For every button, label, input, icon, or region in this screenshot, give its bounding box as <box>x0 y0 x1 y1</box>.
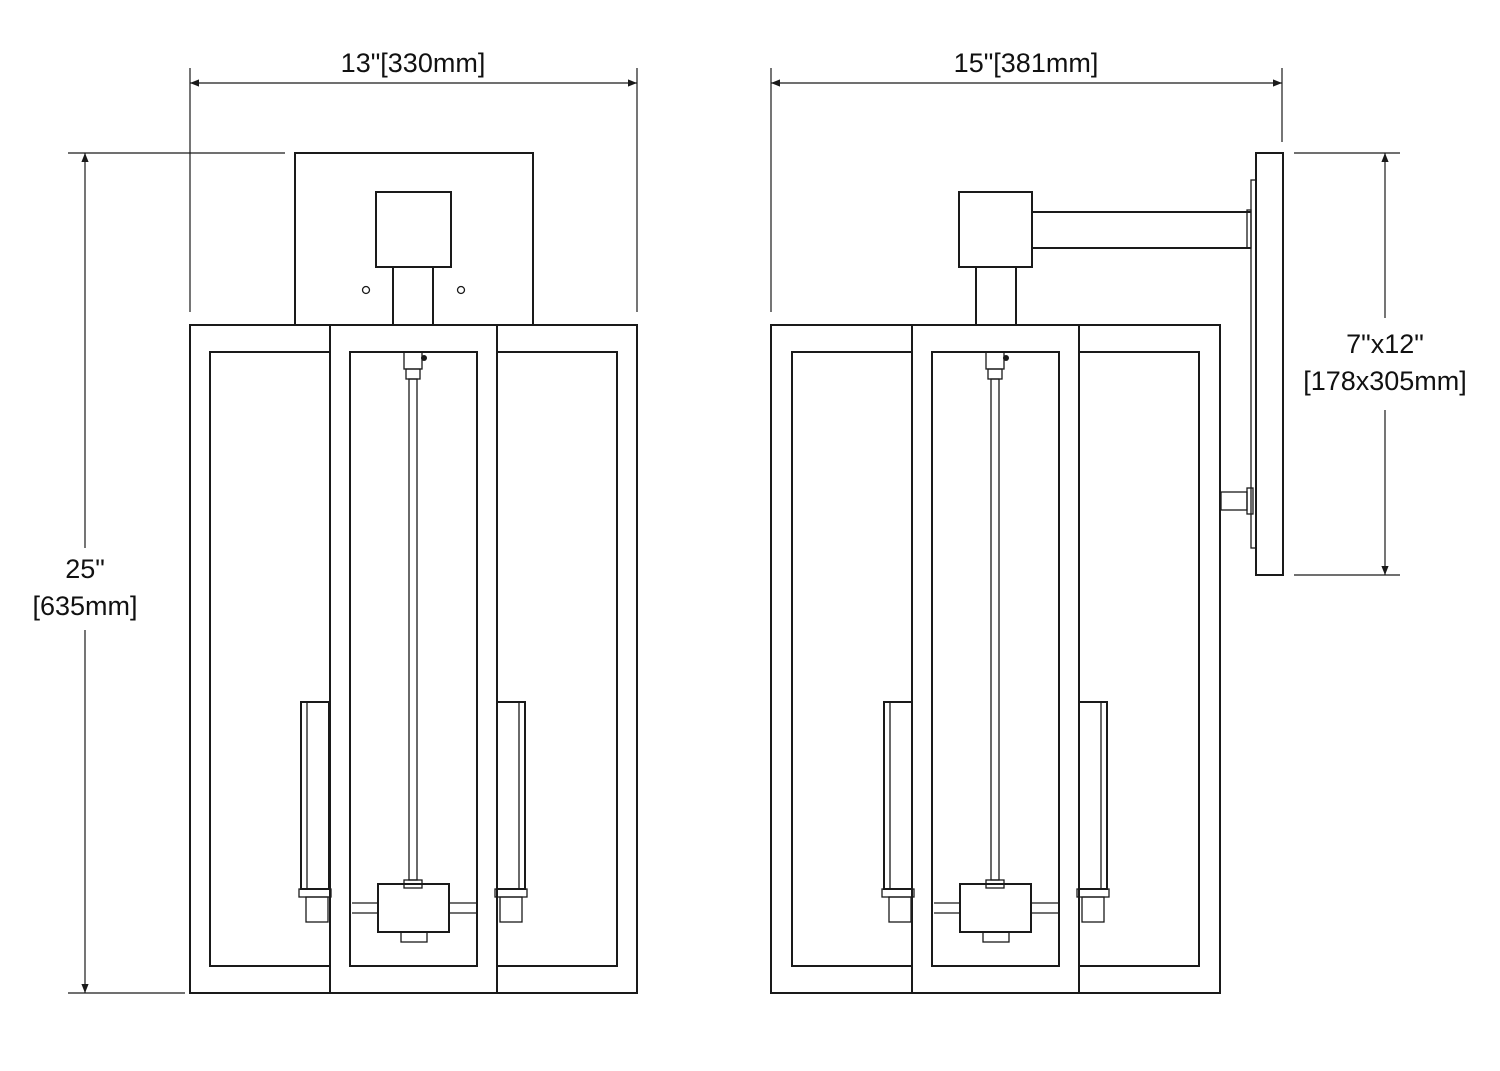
backplate-metric-label: [178x305mm] <box>1303 366 1467 396</box>
front-height-dimension: 25" [635mm] <box>32 152 285 994</box>
front-height-label: 25" <box>65 554 105 584</box>
front-lantern-frame <box>189 324 638 994</box>
front-candle-right <box>494 701 528 923</box>
side-depth-label: 15"[381mm] <box>954 48 1099 78</box>
front-screw-right <box>456 285 466 295</box>
side-arm-block <box>958 191 1033 268</box>
side-candle-right <box>1076 701 1110 923</box>
front-width-dimension: 13"[330mm] <box>189 48 638 312</box>
side-mount-screw <box>1220 491 1248 511</box>
side-candle-left <box>881 701 915 923</box>
front-screw-left <box>361 285 371 295</box>
front-mount-block <box>375 191 452 268</box>
front-backplate <box>294 152 534 326</box>
side-wall-plate <box>1255 152 1284 576</box>
side-glass-right <box>1078 351 1200 967</box>
front-height-metric-label: [635mm] <box>32 591 137 621</box>
side-socket-cluster <box>934 351 1058 943</box>
front-stem <box>392 266 434 326</box>
front-view: 13"[330mm] 25" [635mm] <box>32 48 638 994</box>
side-depth-dimension: 15"[381mm] <box>770 48 1283 312</box>
backplate-dimension: 7"x12" [178x305mm] <box>1294 152 1467 576</box>
front-glass-center <box>349 351 478 967</box>
backplate-size-label: 7"x12" <box>1346 329 1424 359</box>
front-socket-cluster <box>352 351 476 943</box>
front-width-label: 13"[330mm] <box>341 48 486 78</box>
front-glass-right <box>496 351 618 967</box>
side-lantern-frame <box>770 324 1221 994</box>
front-glass-left <box>209 351 331 967</box>
side-stem <box>975 266 1017 326</box>
front-candle-left <box>298 701 332 923</box>
side-glass-center <box>931 351 1060 967</box>
side-view: 15"[381mm] 7"x12" [178x305mm] <box>770 48 1467 994</box>
side-glass-left <box>791 351 913 967</box>
